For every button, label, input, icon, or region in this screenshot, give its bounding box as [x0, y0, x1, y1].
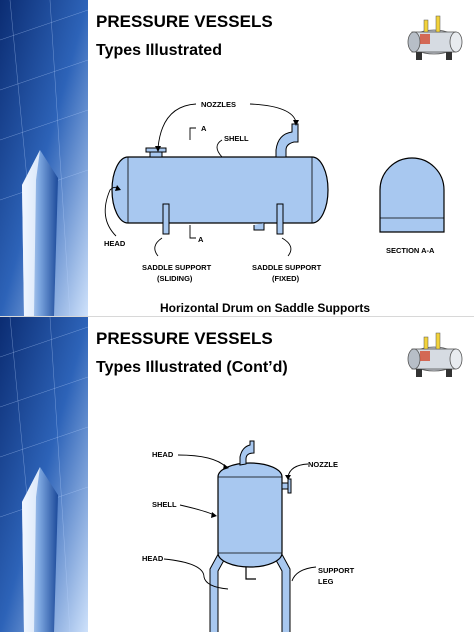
- slide-1: PRESSURE VESSELS Types Illustrated: [0, 0, 463, 316]
- label-saddle-sliding-line2: (SLIDING): [157, 274, 193, 283]
- label-head-top: HEAD: [152, 450, 174, 459]
- slide-subtitle: Types Illustrated (Cont’d): [96, 359, 288, 376]
- label-head: HEAD: [104, 239, 126, 248]
- label-section-a-top: A: [201, 124, 207, 133]
- label-nozzle: NOZZLE: [308, 460, 338, 469]
- label-section-a-bottom: A: [198, 235, 204, 244]
- slide-subtitle: Types Illustrated: [96, 42, 222, 59]
- label-shell: SHELL: [224, 134, 249, 143]
- label-shell: SHELL: [152, 500, 177, 509]
- vertical-vessel-diagram: HEAD NOZZLE SHELL HEAD SUPPORT LEG: [142, 440, 355, 632]
- label-section-a-a: SECTION A-A: [386, 246, 435, 255]
- pressure-vessel-logo: [407, 15, 463, 60]
- slide-title: PRESSURE VESSELS: [96, 329, 273, 348]
- slide-title: PRESSURE VESSELS: [96, 12, 273, 31]
- horizontal-drum-diagram: NOZZLES A SHELL HEAD A SADDLE SUPPORT (S…: [104, 100, 445, 283]
- label-saddle-sliding-line1: SADDLE SUPPORT: [142, 263, 212, 272]
- label-support-line1: SUPPORT: [318, 566, 355, 575]
- figure-caption: Horizontal Drum on Saddle Supports: [160, 301, 371, 315]
- label-nozzles: NOZZLES: [201, 100, 236, 109]
- label-saddle-fixed-line2: (FIXED): [272, 274, 300, 283]
- slide-2: PRESSURE VESSELS Types Illustrated (Cont…: [0, 316, 474, 632]
- label-saddle-fixed-line1: SADDLE SUPPORT: [252, 263, 322, 272]
- pressure-vessel-logo: [407, 332, 463, 377]
- label-head-bottom: HEAD: [142, 554, 164, 563]
- sidebar-crystal-graphic: [0, 317, 88, 632]
- label-support-line2: LEG: [318, 577, 334, 586]
- sidebar-crystal-graphic: [0, 0, 88, 316]
